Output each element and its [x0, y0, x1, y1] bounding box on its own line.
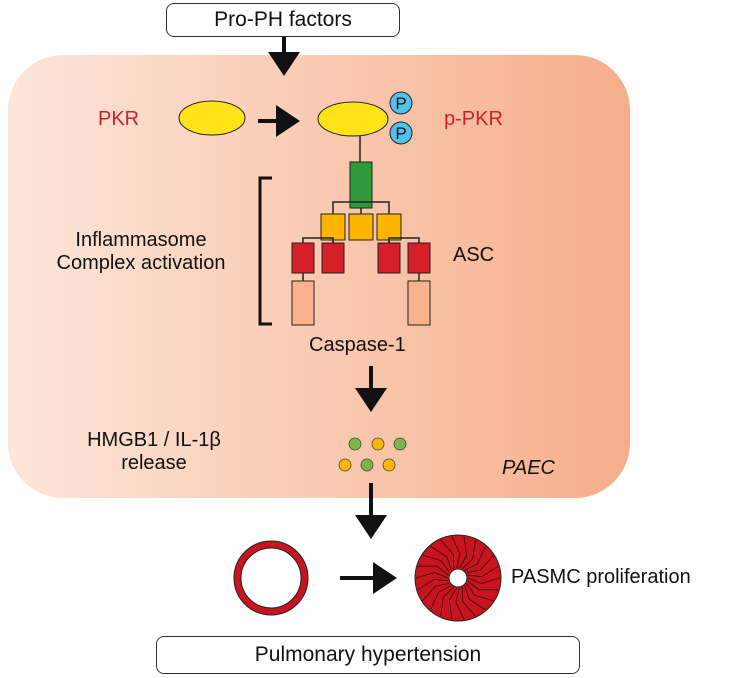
vessel-wall-line [422, 583, 450, 601]
asc-red-4 [407, 242, 431, 274]
ppkr-ellipse [317, 101, 389, 137]
vessel-wall-line [467, 580, 499, 591]
cytokine-dot [393, 437, 407, 451]
caspase-block-right [407, 280, 431, 326]
vessel-wall-line [467, 577, 501, 584]
release-line-2: release [121, 452, 187, 474]
asc-red-3 [377, 242, 401, 274]
caspase-label: Caspase-1 [309, 334, 406, 356]
cytokine-dot [360, 458, 374, 472]
cytokine-dot [338, 458, 352, 472]
inflammasome-bracket [258, 176, 272, 326]
cytokine-dots [338, 437, 407, 472]
vessel-wall-line [430, 585, 452, 610]
ppkr-label: p-PKR [444, 108, 503, 130]
vessel-wall-line [422, 554, 450, 573]
vessel-wall-line [417, 578, 449, 591]
inflammasome-line-2: Complex activation [56, 252, 226, 274]
pulmonary-hypertension-box: Pulmonary hypertension [156, 636, 580, 674]
vessel-wall-line [466, 583, 494, 602]
vessel-wall-line [467, 565, 499, 578]
vessel-wall-line [448, 587, 457, 620]
vessel-wall-line [440, 586, 455, 617]
nlrp-green-block [349, 161, 373, 209]
vessel-wall-line [455, 587, 465, 620]
inflammasome-label: Inflammasome Complex activation [36, 229, 246, 275]
release-line-1: HMGB1 / IL-1β [87, 429, 221, 451]
orange-block-right [376, 213, 402, 241]
cytokine-dot [348, 437, 362, 451]
vessel-wall-line [466, 555, 494, 573]
vessel-wall-line [459, 536, 468, 569]
vessel-wall-line [461, 539, 476, 570]
cytokine-dot [382, 458, 396, 472]
asc-red-2 [321, 242, 345, 274]
vessel-wall-line [464, 585, 486, 611]
phospho-label-top: P [395, 94, 406, 113]
vessel-wall-line [415, 572, 449, 579]
asc-red-1 [291, 242, 315, 274]
pkr-ellipse [178, 100, 246, 136]
pro-ph-factors-box: Pro-PH factors [166, 3, 400, 37]
phospho-bottom [389, 121, 413, 145]
phospho-top [389, 91, 413, 115]
vessel-wall-line [417, 565, 449, 576]
release-label: HMGB1 / IL-1β release [64, 429, 244, 475]
pkr-label: PKR [98, 108, 140, 130]
caspase-block-left [291, 280, 315, 326]
remodeled-vessel [414, 534, 502, 622]
normal-vessel [233, 540, 309, 616]
paec-cell [8, 55, 630, 498]
pasmc-label: PASMC proliferation [511, 566, 691, 588]
orange-block-center [348, 213, 374, 241]
cytokine-dot [371, 437, 385, 451]
vessel-wall-line [451, 536, 461, 569]
vessel-wall-line [464, 546, 486, 571]
paec-label: PAEC [502, 457, 555, 479]
phospho-label-bottom: P [395, 124, 406, 143]
inflammasome-complex [291, 161, 431, 326]
vessel-wall-line [430, 545, 452, 571]
inflammasome-line-1: Inflammasome [75, 229, 207, 251]
asc-label: ASC [453, 244, 495, 266]
orange-block-left [320, 213, 346, 241]
vessel-wall-line [440, 539, 455, 569]
vessel-wall-line [461, 587, 476, 617]
